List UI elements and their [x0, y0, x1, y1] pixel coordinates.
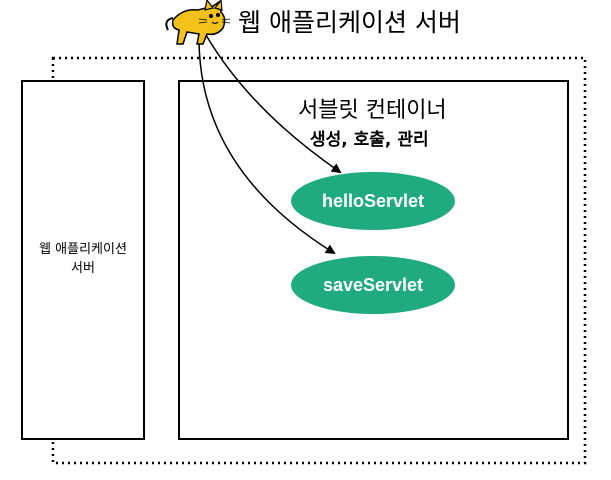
web-app-server-label-line1: 웹 애플리케이션 — [39, 242, 127, 257]
web-app-server-box — [21, 80, 145, 440]
tomcat-cat-icon — [165, 0, 231, 45]
servlet-container-subtitle: 생성, 호출, 관리 — [310, 130, 429, 150]
header-title: 웹 애플리케이션 서버 — [238, 8, 461, 37]
arrow-to-hello-servlet — [205, 34, 342, 174]
servlet-container-title: 서블릿 컨테이너 — [298, 98, 447, 123]
web-app-server-label: 웹 애플리케이션 서버 — [22, 240, 144, 278]
save-servlet-node: saveServlet — [291, 256, 455, 314]
web-app-server-label-line2: 서버 — [71, 261, 95, 276]
hello-servlet-node: helloServlet — [291, 172, 455, 230]
outer-dotted-boundary — [51, 56, 587, 465]
arrow-to-save-servlet — [198, 39, 336, 255]
